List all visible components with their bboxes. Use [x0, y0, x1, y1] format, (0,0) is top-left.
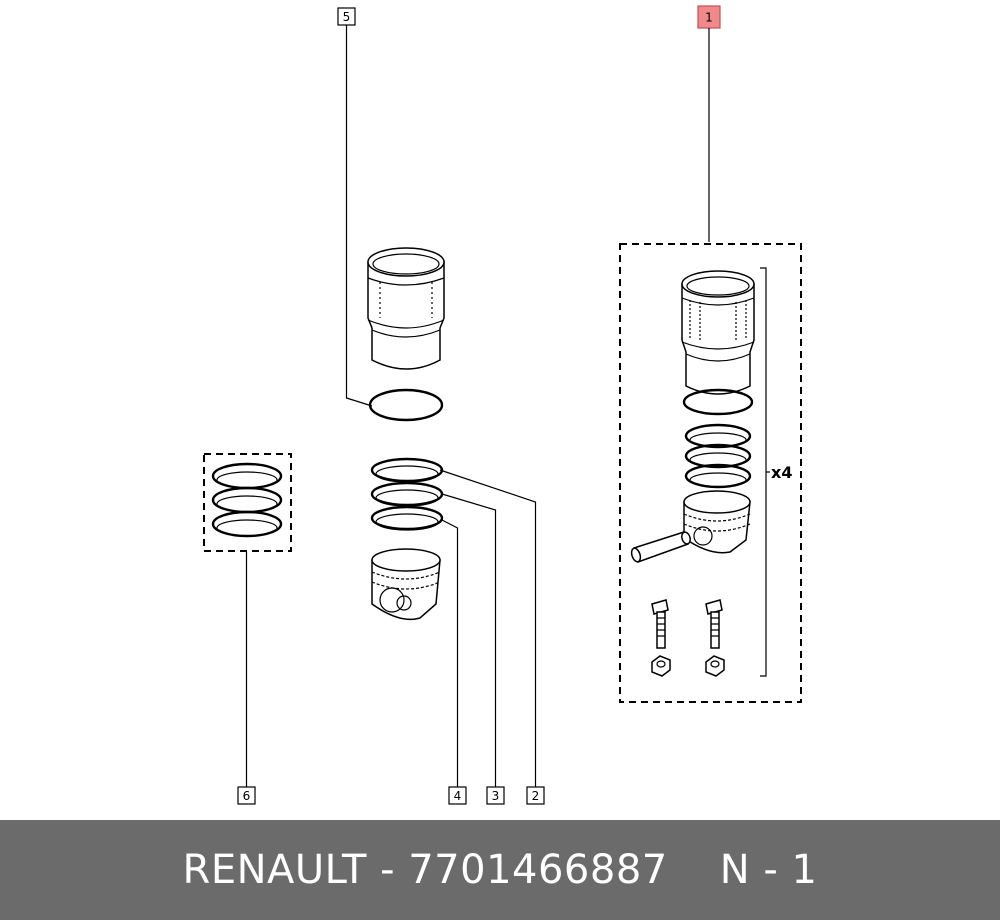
footer-bar: RENAULT - 7701466887 N - 1: [0, 820, 1000, 920]
leader-lines: [245, 25, 710, 787]
callout-1[interactable]: 1: [697, 5, 721, 29]
ring-kit-6: [203, 453, 292, 552]
callout-5[interactable]: 5: [337, 7, 356, 26]
quantity-label: N - 1: [719, 847, 818, 893]
svg-text:6: 6: [243, 789, 251, 803]
bolt-left: [651, 599, 671, 677]
callout-2[interactable]: 2: [526, 786, 545, 805]
svg-text:1: 1: [705, 11, 713, 25]
svg-text:4: 4: [454, 789, 462, 803]
piston: [371, 548, 441, 621]
svg-text:2: 2: [532, 789, 540, 803]
brand-part-number: RENAULT - 7701466887: [182, 847, 668, 893]
svg-text:5: 5: [343, 10, 351, 24]
parts-diagram: 5 1 6 4 3 2: [203, 5, 802, 805]
callout-6[interactable]: 6: [237, 786, 256, 805]
liner-kit-1: x4: [619, 243, 802, 703]
o-ring: [368, 388, 444, 422]
callout-3[interactable]: 3: [486, 786, 505, 805]
callout-4[interactable]: 4: [448, 786, 467, 805]
cylinder-liner: [367, 247, 445, 370]
piston-ring-set: [370, 457, 444, 531]
bolt-right: [705, 599, 725, 677]
kit-quantity-label: x4: [771, 463, 792, 482]
svg-text:3: 3: [492, 789, 500, 803]
